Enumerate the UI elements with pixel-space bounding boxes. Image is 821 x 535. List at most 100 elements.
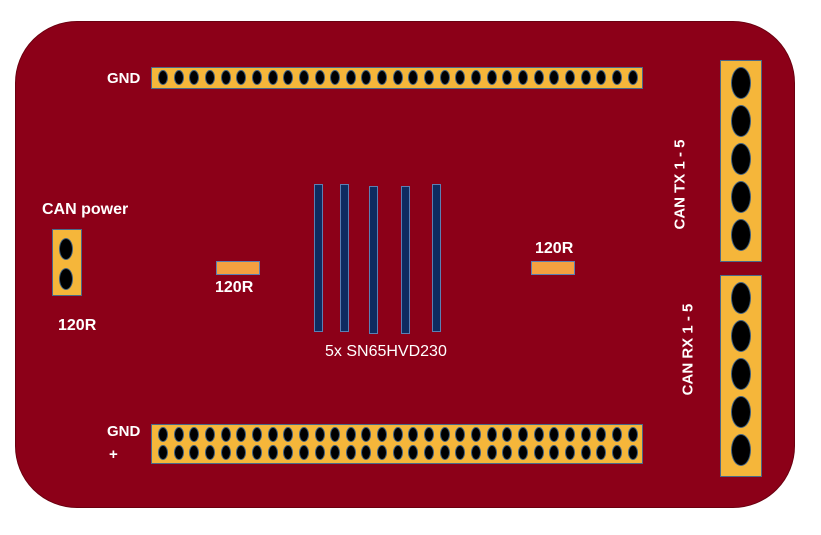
header-pin bbox=[408, 70, 419, 85]
header-pin bbox=[486, 70, 497, 85]
terminal-pin bbox=[731, 358, 751, 390]
header-pin bbox=[392, 427, 403, 442]
header-pin bbox=[220, 445, 231, 460]
header-pin bbox=[627, 70, 638, 85]
header-pin bbox=[517, 445, 528, 460]
transceiver-chip-3 bbox=[369, 186, 378, 334]
header-pin bbox=[236, 70, 247, 85]
header-pin bbox=[204, 427, 215, 442]
header-pin bbox=[408, 445, 419, 460]
header-pin bbox=[298, 427, 309, 442]
header-pin bbox=[392, 445, 403, 460]
can-rx-connector bbox=[720, 275, 762, 477]
terminal-pin bbox=[731, 181, 751, 213]
header-pin bbox=[377, 70, 388, 85]
header-pin bbox=[298, 70, 309, 85]
terminal-pin bbox=[731, 396, 751, 428]
header-pin bbox=[251, 427, 262, 442]
header-pin bbox=[251, 445, 262, 460]
header-pin bbox=[189, 445, 200, 460]
header-pin bbox=[345, 70, 356, 85]
header-pin bbox=[455, 445, 466, 460]
header-pin bbox=[283, 427, 294, 442]
header-pin bbox=[486, 427, 497, 442]
bottom-pin-header bbox=[151, 424, 643, 464]
header-pin bbox=[424, 445, 435, 460]
header-pin bbox=[627, 427, 638, 442]
header-pin bbox=[424, 70, 435, 85]
terminal-pin bbox=[731, 434, 751, 466]
header-pin bbox=[330, 445, 341, 460]
header-pin bbox=[189, 427, 200, 442]
header-pin bbox=[455, 70, 466, 85]
transceiver-chip-4 bbox=[401, 186, 410, 334]
header-pin bbox=[314, 445, 325, 460]
header-pin bbox=[439, 427, 450, 442]
res-mid-left-label: 120R bbox=[215, 279, 254, 296]
can-power-pin bbox=[59, 238, 73, 260]
header-pin bbox=[471, 427, 481, 442]
header-pin bbox=[173, 445, 184, 460]
header-pin bbox=[564, 70, 575, 85]
header-pin bbox=[236, 427, 247, 442]
terminal-pin bbox=[731, 105, 751, 137]
header-pin bbox=[158, 445, 168, 460]
header-pin bbox=[361, 445, 372, 460]
header-pin bbox=[580, 445, 591, 460]
can-power-label: CAN power bbox=[42, 201, 129, 218]
header-pin bbox=[611, 70, 622, 85]
header-pin bbox=[533, 70, 544, 85]
top-pin-header bbox=[151, 67, 643, 89]
header-pin bbox=[173, 427, 184, 442]
header-pin bbox=[611, 445, 622, 460]
header-pin bbox=[345, 445, 356, 460]
header-pin bbox=[424, 427, 435, 442]
header-pin bbox=[564, 445, 575, 460]
can-tx-label: CAN TX 1 - 5 bbox=[671, 139, 689, 230]
header-pin bbox=[596, 445, 607, 460]
header-pin bbox=[330, 427, 341, 442]
header-pin bbox=[564, 427, 575, 442]
header-pin bbox=[549, 445, 560, 460]
header-pin bbox=[408, 427, 419, 442]
can-power-connector bbox=[52, 229, 82, 296]
chips-label: 5x SN65HVD230 bbox=[325, 343, 447, 360]
header-pin bbox=[298, 445, 309, 460]
terminal-pin bbox=[731, 67, 751, 99]
header-pin bbox=[596, 70, 607, 85]
header-pin bbox=[533, 445, 544, 460]
header-pin bbox=[486, 445, 497, 460]
header-pin bbox=[204, 70, 215, 85]
header-pin bbox=[502, 445, 513, 460]
header-pin bbox=[517, 427, 528, 442]
header-pin bbox=[204, 445, 215, 460]
gnd-bottom-label: GND bbox=[107, 423, 141, 440]
header-pin bbox=[345, 427, 356, 442]
header-pin bbox=[549, 427, 560, 442]
header-pin bbox=[627, 445, 638, 460]
header-pin bbox=[267, 445, 278, 460]
header-pin bbox=[596, 427, 607, 442]
header-pin bbox=[361, 70, 372, 85]
header-pin bbox=[439, 445, 450, 460]
header-pin bbox=[392, 70, 403, 85]
header-pin bbox=[158, 427, 168, 442]
transceiver-chip-1 bbox=[314, 184, 323, 332]
header-pin bbox=[471, 70, 481, 85]
terminal-pin bbox=[731, 143, 751, 175]
header-pin bbox=[611, 427, 622, 442]
can-power-pin bbox=[59, 268, 73, 290]
resistor-right bbox=[531, 261, 575, 275]
header-pin bbox=[580, 427, 591, 442]
plus-bottom-label: + bbox=[109, 446, 118, 463]
header-pin bbox=[236, 445, 247, 460]
header-pin bbox=[251, 70, 262, 85]
header-pin bbox=[517, 70, 528, 85]
header-pin bbox=[220, 427, 231, 442]
header-pin bbox=[267, 70, 278, 85]
header-pin bbox=[580, 70, 591, 85]
header-pin bbox=[314, 427, 325, 442]
res-mid-right-label: 120R bbox=[535, 240, 574, 257]
terminal-pin bbox=[731, 282, 751, 314]
header-pin bbox=[455, 427, 466, 442]
